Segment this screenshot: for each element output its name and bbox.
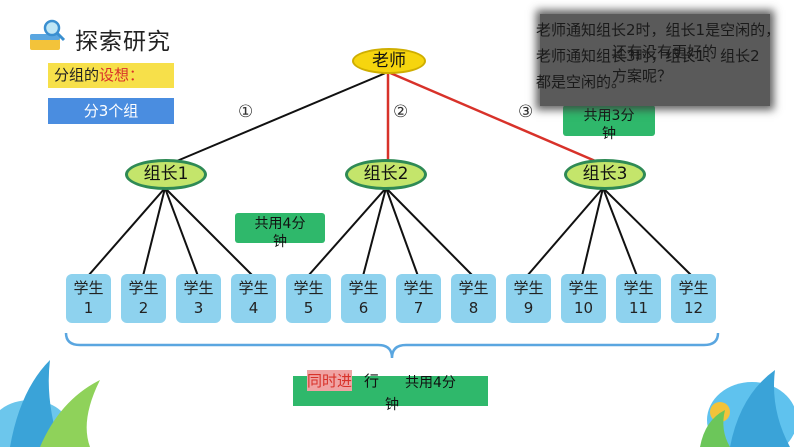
note-line-a: 老师通知组长2时，组长1是空闲的， <box>536 21 781 39</box>
leaders-time-line2: 钟 <box>602 126 616 142</box>
leader1-student2-line <box>142 187 166 277</box>
curly-brace <box>64 332 720 359</box>
students-time-line2: 钟 <box>273 234 287 250</box>
leader3-student9-line <box>526 187 604 277</box>
leaders-time-line1: 共用3分 <box>583 108 635 124</box>
simultaneous-rest: 行 <box>364 372 380 390</box>
note-line-d: 方案呢？ <box>612 67 673 85</box>
grouping-idea-prefix: 分组的 <box>54 66 100 84</box>
leader1-student4-line <box>164 187 254 277</box>
group-count-label: 分3个组 <box>48 98 174 124</box>
leader2-student8-line <box>385 187 474 277</box>
students-time-box: 共用4分 钟 <box>235 213 325 250</box>
step-marker-3: ③ <box>518 102 534 122</box>
simultaneous-time-box: 同时进 行 共用4分 钟 <box>293 370 488 413</box>
decorative-foliage <box>0 360 794 447</box>
simultaneous-highlight: 同时进 <box>307 370 353 391</box>
leader2-student5-line <box>307 187 387 277</box>
step-marker-2: ② <box>393 102 409 122</box>
book-magnifier-icon <box>30 19 66 50</box>
leader3-student10-line <box>581 187 604 277</box>
teacher-node: 老师 <box>352 48 426 74</box>
teacher-leader3-line <box>387 70 601 165</box>
leader1-student3-line <box>164 187 199 277</box>
grouping-idea-label: 分组的设想： <box>48 63 174 88</box>
grouping-idea-highlight: 设想： <box>99 66 145 84</box>
leaders-time-box: 共用3分 钟 <box>563 105 655 142</box>
leader3-student11-line <box>602 187 638 277</box>
simultaneous-time-line2: 钟 <box>385 397 399 413</box>
simultaneous-time-line1: 共用4分 <box>405 375 456 391</box>
note-line-c: 老师通知组长3时，组长1、组长2 <box>536 47 760 65</box>
leader-node-2: 组长2 <box>345 159 427 190</box>
leader2-student6-line <box>362 187 387 277</box>
students-time-line1: 共用4分 <box>254 216 306 232</box>
overlay-note: 老师通知组长2时，组长1是空闲的， 还有没有更好的 老师通知组长3时，组长1、组… <box>536 14 780 106</box>
teacher-leader1-line <box>164 71 389 167</box>
leader2-student7-line <box>385 187 419 277</box>
note-line-e: 都是空闲的。 <box>536 73 627 91</box>
page-title: 探索研究 <box>75 29 171 55</box>
leader1-student1-line <box>87 187 166 277</box>
note-line-b: 还有没有更好的 <box>612 43 718 61</box>
leader3-student12-line <box>602 187 693 277</box>
leader-node-3: 组长3 <box>564 159 646 190</box>
step-marker-1: ① <box>238 102 254 122</box>
leader-node-1: 组长1 <box>125 159 207 190</box>
